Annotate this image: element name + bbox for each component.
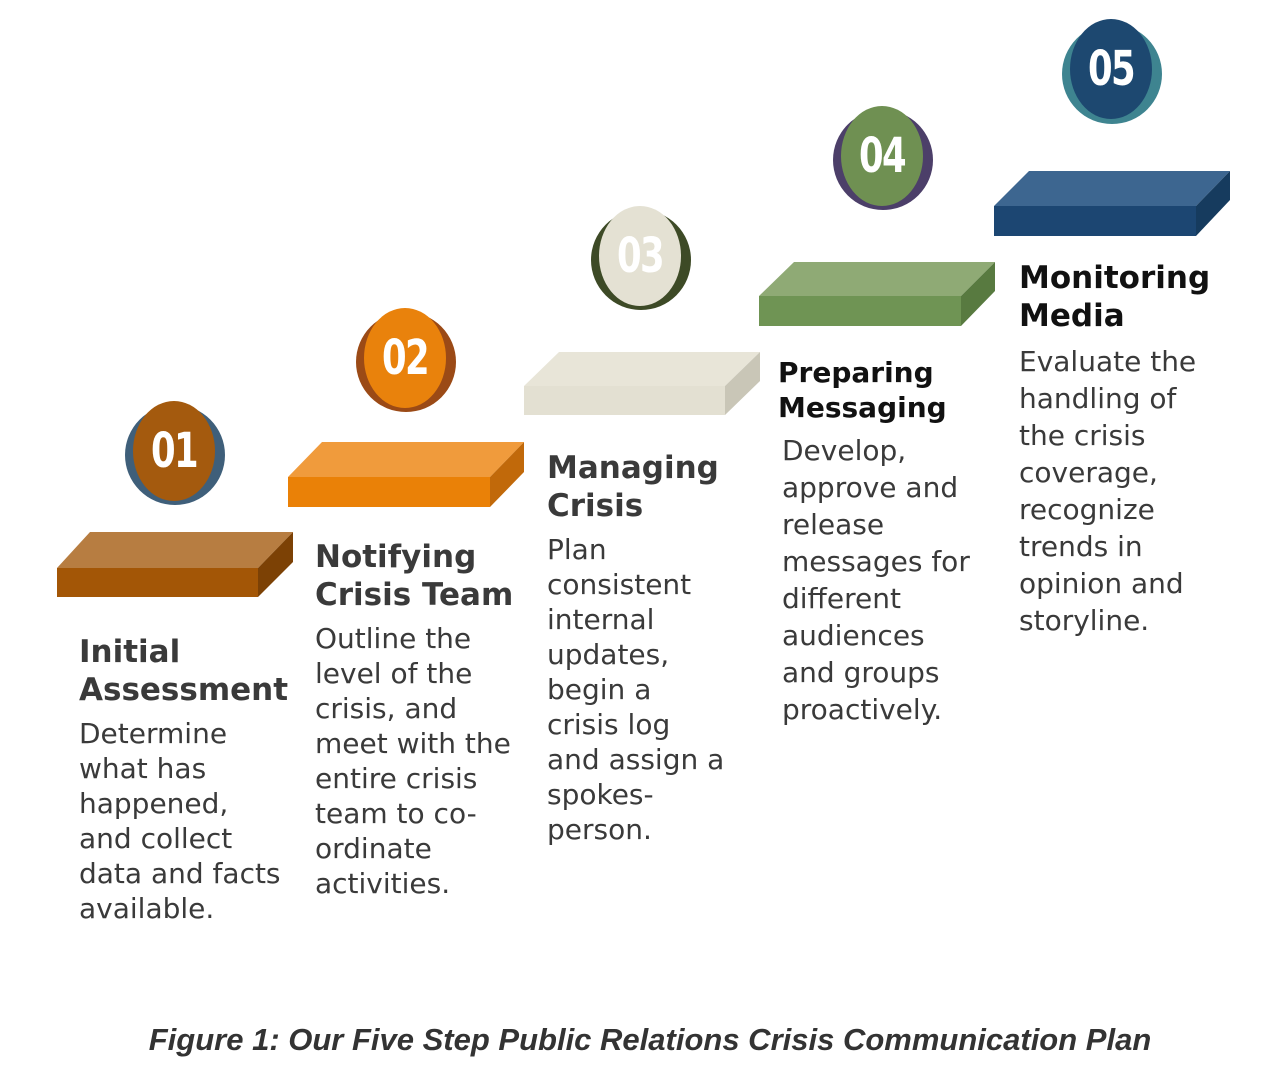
step-04-block-front: [759, 296, 961, 326]
step-05-block-top: [994, 171, 1230, 206]
step-04-number: 04: [859, 128, 907, 184]
step-04-block-top: [759, 262, 995, 296]
step-05-title: Monitoring Media: [1019, 260, 1211, 334]
step-05-block-side: [1196, 171, 1230, 236]
step-05-description: Evaluate the handling of the crisis cove…: [1019, 345, 1197, 637]
step-04-number-badge: 04: [841, 106, 923, 206]
step-03-block: [524, 352, 760, 415]
step-03-block-top: [524, 352, 760, 386]
step-01-block-front: [57, 568, 258, 597]
step-01-number: 01: [151, 423, 199, 479]
step-02-block-side: [490, 442, 524, 507]
step-02-block-front: [288, 477, 490, 507]
step-02-number: 02: [382, 330, 430, 386]
step-01-description: Determine what has happened, and collect…: [79, 717, 281, 925]
step-02-number-badge: 02: [364, 308, 446, 408]
step-02-description: Outline the level of the crisis, and mee…: [315, 622, 511, 900]
step-03-block-front: [524, 386, 725, 415]
step-03-block-side: [725, 352, 760, 415]
step-04-block: [759, 262, 995, 326]
step-02-block: [288, 442, 524, 507]
step-01-number-badge: 01: [133, 401, 215, 501]
step-01-block: [57, 532, 293, 597]
step-05-number-badge: 05: [1070, 19, 1152, 119]
step-04-description: Develop, approve and release messages fo…: [782, 434, 970, 726]
step-05-number: 05: [1088, 41, 1136, 97]
step-03-number: 03: [617, 228, 665, 284]
step-01-title: Initial Assessment: [79, 634, 289, 708]
step-03-title: Managing Crisis: [547, 450, 719, 524]
figure-caption: Figure 1: Our Five Step Public Relations…: [148, 1022, 1152, 1057]
step-05-block-front: [994, 206, 1196, 236]
step-02-title: Notifying Crisis Team: [315, 539, 514, 613]
step-01-block-top: [57, 532, 293, 568]
step-01-block-side: [258, 532, 293, 597]
step-05-block: [994, 171, 1230, 236]
step-02-block-top: [288, 442, 524, 477]
step-04-title: Preparing Messaging: [778, 356, 947, 424]
step-04-block-side: [961, 262, 995, 326]
step-03-description: Plan consistent internal updates, begin …: [547, 533, 725, 846]
step-03-number-badge: 03: [599, 206, 681, 306]
